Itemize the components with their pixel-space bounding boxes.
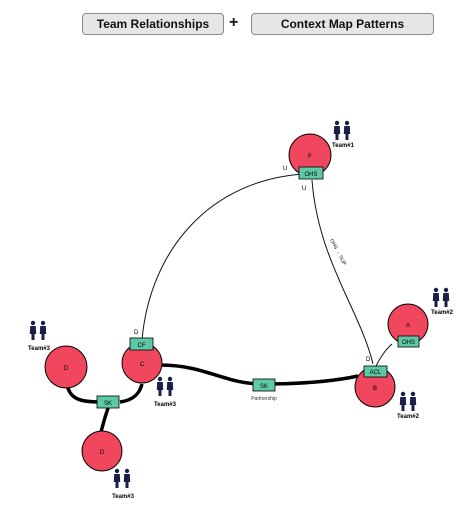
node-a-label: A [406,323,410,329]
edge-sk-to-d2 [99,407,110,433]
pattern-sk-left-label: SK [104,401,112,407]
team1-people-icon [333,120,351,140]
edge-label-ohs-sup: OHS → SUP [328,238,347,267]
pattern-sk-partnership[interactable]: SK [252,378,276,392]
team3-people-icon-c [156,376,174,396]
edge-label-u-below: U [302,186,306,192]
node-d-bottom-label: D [100,450,105,456]
pattern-sk-left[interactable]: SK [96,395,120,409]
team-relationships-button[interactable]: Team Relationships [82,13,224,35]
node-f-label: F [308,154,312,160]
team-label-b: Team#2 [397,414,420,420]
team3-people-icon-d-bottom [113,468,131,488]
team-label-a: Team#2 [431,310,454,316]
edge-a-to-acl [375,343,393,367]
team3-people-icon-d-left [29,320,47,340]
team-label-d-bottom: Team#3 [112,494,135,500]
edge-label-d-cf: D [134,330,139,336]
node-d-left[interactable]: D [44,345,88,389]
pattern-acl[interactable]: ACL [363,365,388,378]
team2-people-icon-a [432,287,450,307]
team2-people-icon-b [399,391,417,411]
pattern-cf-label: CF [138,343,146,349]
pattern-sk-partnership-label: SK [260,384,268,390]
plus-sign: + [229,14,239,31]
pattern-ohs-a-label: OHS [402,340,415,346]
node-d-left-label: D [64,366,69,372]
pattern-ohs-a[interactable]: OHS [397,335,420,348]
edge-label-u-left: U [283,166,287,172]
team-label-d-left: Team#3 [28,346,51,352]
edge-sk-to-c [119,383,144,404]
pattern-acl-label: ACL [370,370,382,376]
node-c-label: C [140,362,145,368]
edge-f-to-c [141,173,305,341]
team-label-f: Team#1 [332,143,355,149]
context-map-patterns-button[interactable]: Context Map Patterns [251,13,434,35]
pattern-cf[interactable]: CF [129,337,154,351]
node-b-label: B [373,386,377,392]
edge-f-to-b [311,179,374,365]
team-label-c: Team#3 [154,402,177,408]
edge-label-d-acl: D [366,357,371,363]
pattern-ohs-f-label: OHS [304,172,317,178]
pattern-ohs-f[interactable]: OHS [298,166,324,180]
node-d-bottom[interactable]: D [81,430,123,472]
edge-label-partnership: Partnership [251,396,277,402]
